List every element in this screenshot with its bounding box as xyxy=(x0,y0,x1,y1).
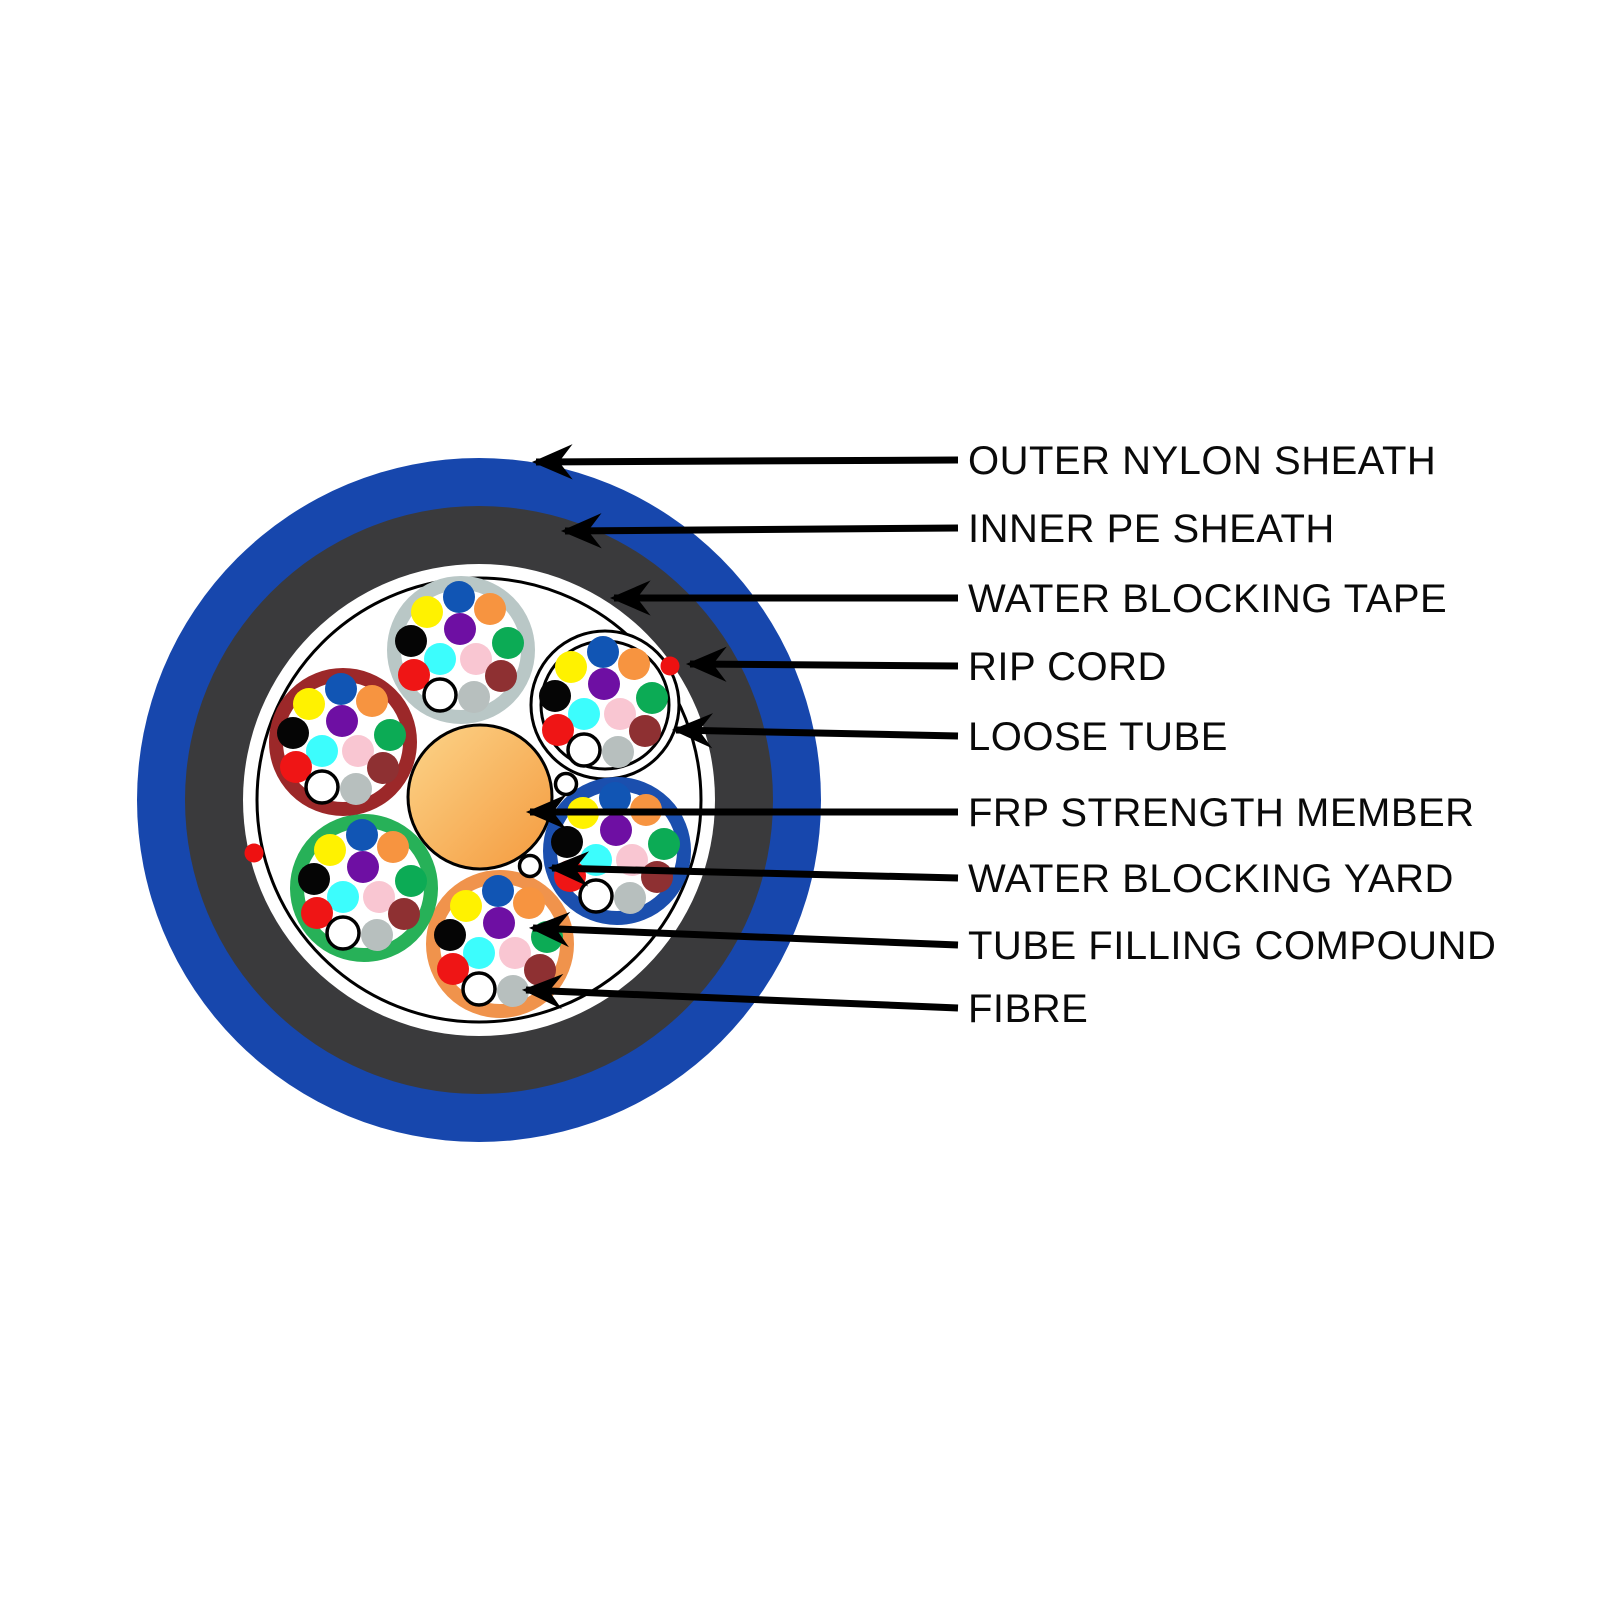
label-loose-tube: LOOSE TUBE xyxy=(968,715,1228,759)
water-blocking-yarn-dot xyxy=(517,853,543,879)
loose-tube-green xyxy=(290,814,438,962)
loose-tube-blue xyxy=(543,777,691,925)
frp-strength-member xyxy=(406,723,554,871)
loose-tube-maroon xyxy=(269,668,417,816)
arrow-fibre xyxy=(521,973,959,1012)
arrow-loose-tube xyxy=(671,713,959,749)
arrow-water-blocking-yarn xyxy=(547,851,959,887)
label-column: OUTER NYLON SHEATH INNER PE SHEATH WATER… xyxy=(968,439,1496,1031)
label-frp-strength-member: FRP STRENGTH MEMBER xyxy=(968,791,1475,835)
label-fibre: FIBRE xyxy=(968,987,1088,1031)
label-inner-pe-sheath: INNER PE SHEATH xyxy=(968,507,1335,551)
rip-cord-dot xyxy=(244,843,264,863)
label-tube-filling-compound: TUBE FILLING COMPOUND xyxy=(968,924,1496,968)
arrow-tube-filling-compound xyxy=(528,911,959,949)
loose-tube-white xyxy=(529,629,681,781)
label-water-blocking-tape: WATER BLOCKING TAPE xyxy=(968,577,1447,621)
leader-arrows xyxy=(521,444,959,1012)
rip-cord-dot xyxy=(660,656,680,676)
label-rip-cord: RIP CORD xyxy=(968,645,1167,689)
label-outer-nylon-sheath: OUTER NYLON SHEATH xyxy=(968,439,1436,483)
water-blocking-yarn-dot xyxy=(553,771,579,797)
arrow-rip-cord xyxy=(685,646,959,682)
label-water-blocking-yarn: WATER BLOCKING YARD xyxy=(968,857,1454,901)
arrow-inner-pe-sheath xyxy=(560,513,959,549)
arrow-outer-nylon-sheath xyxy=(531,444,959,480)
loose-tube-slate xyxy=(387,576,535,724)
